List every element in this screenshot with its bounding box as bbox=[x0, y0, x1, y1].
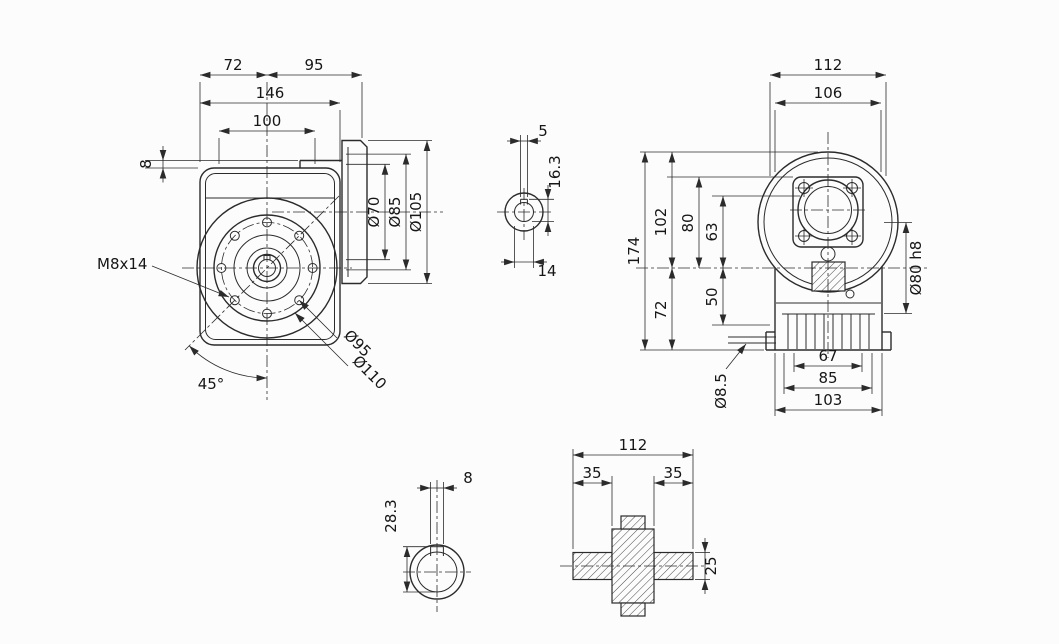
dim-28-3: 28.3 bbox=[382, 499, 400, 532]
output-shaft-view: 112 35 35 25 bbox=[560, 436, 720, 617]
dim-bore-14: 14 bbox=[537, 262, 556, 280]
dim-angle-45: 45° bbox=[198, 375, 225, 393]
dim-shaft-112: 112 bbox=[619, 436, 648, 454]
flange-bolt-holes bbox=[795, 179, 861, 245]
dim-bore-keyway-8: 8 bbox=[463, 469, 473, 487]
dim-front-8: 8 bbox=[137, 159, 155, 169]
dim-side-50: 50 bbox=[703, 287, 721, 306]
dim-dia-105: Ø105 bbox=[407, 192, 425, 232]
dim-dia-85: Ø85 bbox=[386, 197, 404, 228]
cooling-fins bbox=[782, 313, 875, 349]
dim-shaft-35-left: 35 bbox=[582, 464, 601, 482]
dim-side-174: 174 bbox=[625, 237, 643, 266]
dim-dia-70: Ø70 bbox=[365, 197, 383, 228]
input-shaft-section-view: 5 16.3 14 bbox=[497, 122, 564, 280]
gearbox-body-outline bbox=[199, 167, 341, 346]
dim-side-67: 67 bbox=[818, 347, 837, 365]
dim-side-85: 85 bbox=[818, 369, 837, 387]
dim-side-72: 72 bbox=[652, 300, 670, 319]
dim-keyway-5: 5 bbox=[538, 122, 548, 140]
dim-shaft-25: 25 bbox=[702, 556, 720, 575]
side-view: 112 106 174 102 72 80 63 50 Ø8.5 Ø80 h8 … bbox=[625, 56, 930, 416]
dim-side-112: 112 bbox=[814, 56, 843, 74]
bolt-circle-centerline bbox=[220, 221, 313, 314]
front-view: 72 95 146 100 8 M8x14 45° Ø95 Ø110 Ø70 Ø… bbox=[97, 56, 443, 400]
dim-shaft-35-right: 35 bbox=[663, 464, 682, 482]
dim-side-63: 63 bbox=[703, 222, 721, 241]
wheel-housing-circle bbox=[757, 151, 899, 293]
dim-side-106: 106 bbox=[814, 84, 843, 102]
input-flange-edge bbox=[341, 139, 368, 285]
dim-front-95: 95 bbox=[304, 56, 323, 74]
dim-16-3: 16.3 bbox=[546, 155, 564, 188]
output-bore-section-view: 8 28.3 bbox=[382, 469, 473, 612]
dim-side-80: 80 bbox=[679, 213, 697, 232]
dim-dia-110: Ø110 bbox=[349, 352, 390, 393]
dim-front-146: 146 bbox=[256, 84, 285, 102]
dim-dia-80-h8: Ø80 h8 bbox=[907, 241, 925, 296]
section-hatch-block bbox=[811, 261, 846, 292]
dim-side-103: 103 bbox=[814, 391, 843, 409]
dim-side-102: 102 bbox=[652, 208, 670, 237]
dim-front-72: 72 bbox=[223, 56, 242, 74]
dim-dia-8-5: Ø8.5 bbox=[712, 373, 730, 409]
thread-callout: M8x14 bbox=[97, 255, 147, 273]
dim-front-100: 100 bbox=[253, 112, 282, 130]
